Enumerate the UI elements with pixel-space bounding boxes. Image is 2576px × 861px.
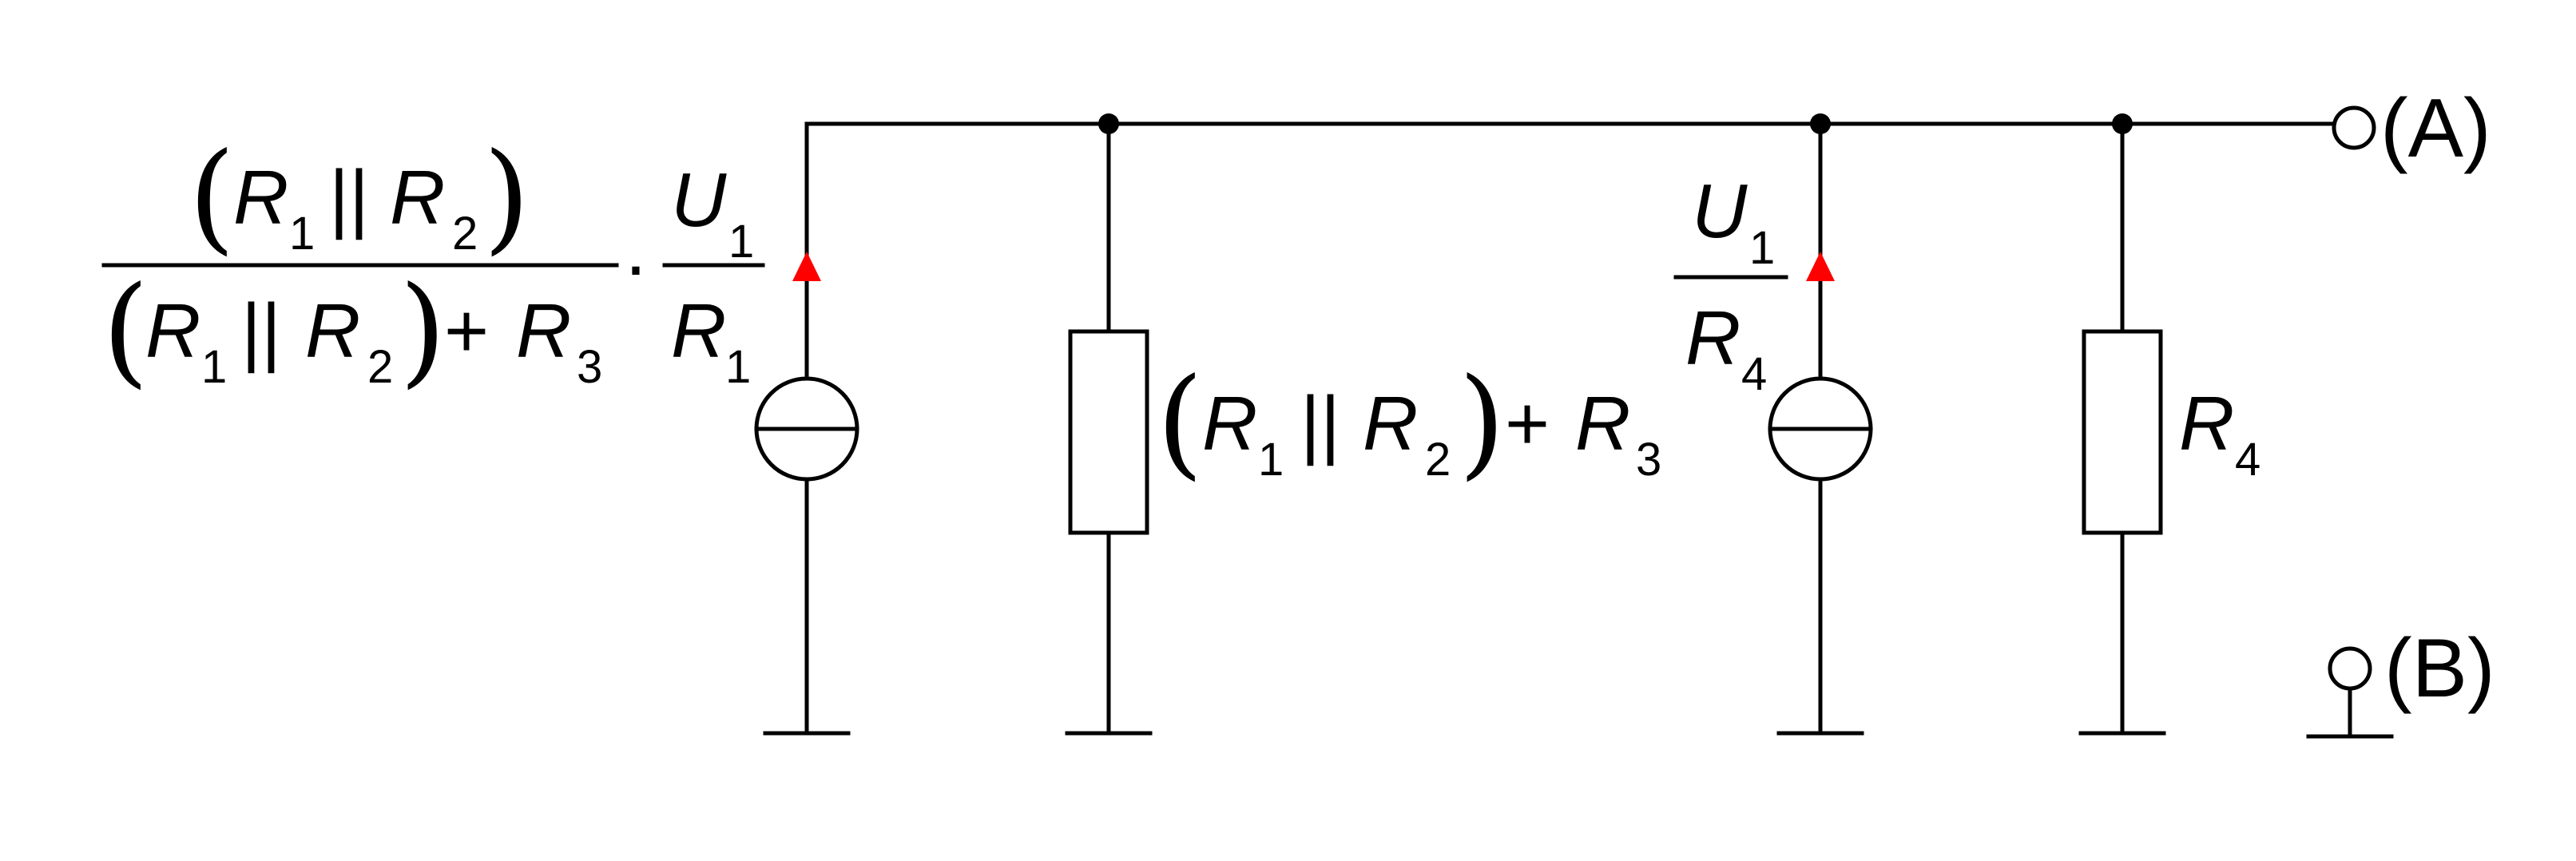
ground-bars	[763, 731, 2394, 739]
u-symbol: U	[1692, 169, 1748, 254]
right-paren: )	[399, 261, 447, 400]
left-paren: (	[189, 128, 236, 267]
multiply-dot: ·	[623, 223, 649, 308]
plus-sign: +	[1505, 381, 1550, 466]
r-symbol: R	[516, 288, 571, 374]
resistor1-label: ( R 1 || R 2 ) + R 3	[1157, 353, 1661, 492]
source2-label: U 1 R 4	[1673, 169, 1788, 400]
r-symbol: R	[145, 288, 200, 374]
current-source-1	[754, 252, 859, 482]
terminal-b-label: (B)	[2384, 622, 2495, 715]
parallel-symbol: ||	[329, 155, 369, 240]
r-symbol: R	[2179, 381, 2234, 466]
terminal-a-circle	[2332, 105, 2376, 150]
subscript: 1	[728, 216, 754, 268]
terminal-a: (A)	[2332, 82, 2491, 175]
right-paren: )	[483, 128, 530, 267]
resistor-2	[2082, 329, 2163, 535]
subscript: 1	[1749, 222, 1775, 274]
junction-dot	[1810, 113, 1831, 134]
resistor2-label: R 4	[2179, 381, 2260, 486]
terminal-b: (B)	[2328, 622, 2495, 739]
subscript: 2	[452, 208, 478, 260]
r-symbol: R	[1575, 381, 1630, 466]
subscript: 2	[367, 341, 393, 393]
source1-label: ( R 1 || R 2 ) ( R 1 || R 2 ) + R 3 · U …	[101, 128, 765, 400]
left-paren: (	[1157, 353, 1204, 492]
current-arrow-icon	[1806, 252, 1835, 281]
plus-sign: +	[444, 288, 489, 374]
r-symbol: R	[1363, 381, 1418, 466]
subscript: 1	[725, 341, 751, 393]
junctions	[1098, 113, 2133, 134]
subscript: 1	[1258, 434, 1284, 486]
terminal-a-label: (A)	[2380, 82, 2491, 175]
r-symbol: R	[305, 288, 360, 374]
subscript: 3	[577, 341, 602, 393]
parallel-symbol: ||	[241, 288, 281, 374]
left-paren: (	[102, 261, 149, 400]
r-symbol: R	[1685, 296, 1740, 381]
subscript: 2	[1425, 434, 1451, 486]
current-arrow-icon	[792, 252, 821, 281]
right-paren: )	[1459, 353, 1506, 492]
junction-dot	[1098, 113, 1119, 134]
r-symbol: R	[1202, 381, 1257, 466]
subscript: 3	[1636, 434, 1661, 486]
subscript: 4	[2235, 434, 2260, 486]
parallel-symbol: ||	[1300, 381, 1340, 466]
u-symbol: U	[671, 157, 727, 243]
terminal-b-circle	[2328, 646, 2372, 691]
subscript: 4	[1741, 348, 1767, 400]
subscript: 1	[201, 341, 227, 393]
r-symbol: R	[390, 155, 445, 240]
r-symbol: R	[671, 288, 726, 374]
current-source-2	[1768, 252, 1873, 482]
r-symbol: R	[233, 155, 288, 240]
resistor-1	[1068, 329, 1149, 535]
junction-dot	[2112, 113, 2133, 134]
subscript: 1	[289, 208, 315, 260]
